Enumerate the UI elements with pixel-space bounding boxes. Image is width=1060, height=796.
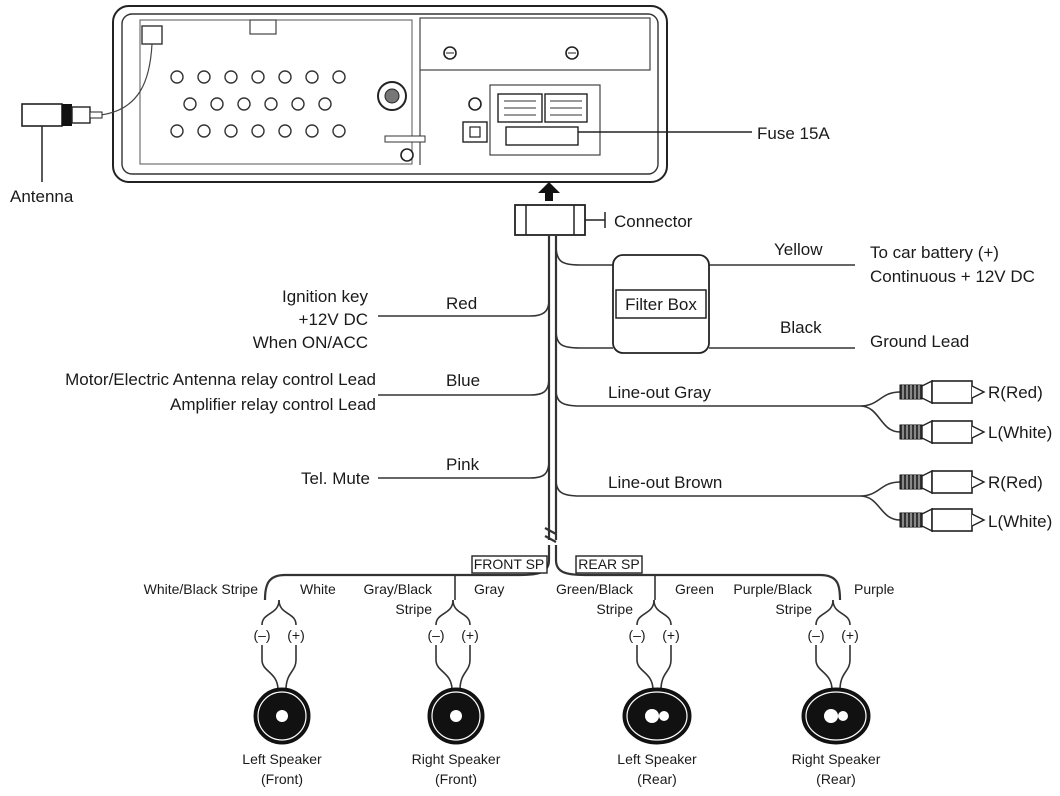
l-white-label-1: L(White) bbox=[988, 423, 1052, 442]
speaker-name-label: Right Speaker bbox=[792, 751, 881, 767]
speaker-1: White/Black Stripe White (–) (+) Left Speake… bbox=[144, 581, 336, 787]
speaker-wiring: White/Black Stripe White (–) (+) Left Speake… bbox=[144, 581, 895, 787]
speaker-harness bbox=[263, 555, 842, 601]
yellow-label: Yellow bbox=[774, 240, 823, 259]
rear-sp-label: REAR SP bbox=[578, 556, 639, 572]
lineout-gray-label: Line-out Gray bbox=[608, 383, 711, 402]
red-wire bbox=[378, 299, 550, 317]
wire-pos-label: White bbox=[300, 581, 336, 597]
labels: Antenna Fuse 15A Connector Filter Box Ye… bbox=[10, 124, 1052, 572]
wire-pos-label: Green bbox=[675, 581, 714, 597]
wire-neg-label: Purple/Black bbox=[733, 581, 813, 597]
minus-terminal-label: (–) bbox=[807, 627, 824, 643]
ignition-label-2: +12V DC bbox=[299, 310, 368, 329]
battery-label-1: To car battery (+) bbox=[870, 243, 999, 262]
wire-neg-label-2: Stripe bbox=[596, 601, 633, 617]
black-wire bbox=[555, 329, 613, 349]
filter-box bbox=[612, 254, 710, 354]
fuse-label: Fuse 15A bbox=[757, 124, 830, 143]
battery-label-2: Continuous + 12V DC bbox=[870, 267, 1035, 286]
wire-connector bbox=[514, 182, 606, 236]
rca-plugs bbox=[899, 379, 986, 533]
wire-neg-label-2: Stripe bbox=[395, 601, 432, 617]
amp-relay-label: Amplifier relay control Lead bbox=[170, 395, 376, 414]
speaker-name-label: Left Speaker bbox=[617, 751, 697, 767]
speaker-position-label: (Front) bbox=[261, 771, 303, 787]
antenna-plug bbox=[21, 43, 153, 182]
lineout-brown-label: Line-out Brown bbox=[608, 473, 722, 492]
speaker-icon bbox=[427, 687, 485, 745]
minus-terminal-label: (–) bbox=[427, 627, 444, 643]
l-white-label-2: L(White) bbox=[988, 512, 1052, 531]
lineout-gray-wire bbox=[555, 389, 901, 433]
ignition-label-1: Ignition key bbox=[282, 287, 368, 306]
yellow-wire bbox=[555, 244, 613, 266]
plus-terminal-label: (+) bbox=[662, 627, 680, 643]
wire-neg-label: Green/Black bbox=[556, 581, 634, 597]
wire-neg-label: Gray/Black bbox=[364, 581, 433, 597]
rca-plug bbox=[899, 419, 986, 445]
rca-plug bbox=[899, 507, 986, 533]
speaker-position-label: (Rear) bbox=[816, 771, 856, 787]
r-red-label-1: R(Red) bbox=[988, 383, 1043, 402]
head-unit bbox=[112, 5, 752, 183]
pink-label: Pink bbox=[446, 455, 480, 474]
ground-label: Ground Lead bbox=[870, 332, 969, 351]
main-harness bbox=[544, 236, 558, 560]
plus-terminal-label: (+) bbox=[287, 627, 305, 643]
wire-neg-label: White/Black Stripe bbox=[144, 581, 259, 597]
speaker-icon bbox=[253, 687, 311, 745]
tel-mute-label: Tel. Mute bbox=[301, 469, 370, 488]
speaker-icon bbox=[622, 687, 692, 745]
speaker-position-label: (Front) bbox=[435, 771, 477, 787]
wire-pos-label: Gray bbox=[474, 581, 504, 597]
black-label: Black bbox=[780, 318, 822, 337]
red-label: Red bbox=[446, 294, 477, 313]
minus-terminal-label: (–) bbox=[628, 627, 645, 643]
rca-plug bbox=[899, 469, 986, 495]
motor-relay-label: Motor/Electric Antenna relay control Lea… bbox=[65, 370, 376, 389]
front-sp-label: FRONT SP bbox=[474, 556, 545, 572]
plus-terminal-label: (+) bbox=[841, 627, 859, 643]
minus-terminal-label: (–) bbox=[253, 627, 270, 643]
blue-label: Blue bbox=[446, 371, 480, 390]
blue-wire bbox=[378, 377, 550, 396]
antenna-label: Antenna bbox=[10, 187, 74, 206]
wire-pos-label: Purple bbox=[854, 581, 895, 597]
r-red-label-2: R(Red) bbox=[988, 473, 1043, 492]
lineout-brown-wire bbox=[555, 479, 901, 521]
speaker-position-label: (Rear) bbox=[637, 771, 677, 787]
ignition-label-3: When ON/ACC bbox=[253, 333, 368, 352]
speaker-name-label: Left Speaker bbox=[242, 751, 322, 767]
speaker-icon bbox=[801, 687, 871, 745]
pink-wire bbox=[378, 459, 550, 479]
connector-label: Connector bbox=[614, 212, 693, 231]
speaker-name-label: Right Speaker bbox=[412, 751, 501, 767]
wire-neg-label-2: Stripe bbox=[775, 601, 812, 617]
filter-box-label: Filter Box bbox=[625, 295, 697, 314]
plus-terminal-label: (+) bbox=[461, 627, 479, 643]
rca-plug bbox=[899, 379, 986, 405]
vent-holes bbox=[170, 70, 346, 138]
